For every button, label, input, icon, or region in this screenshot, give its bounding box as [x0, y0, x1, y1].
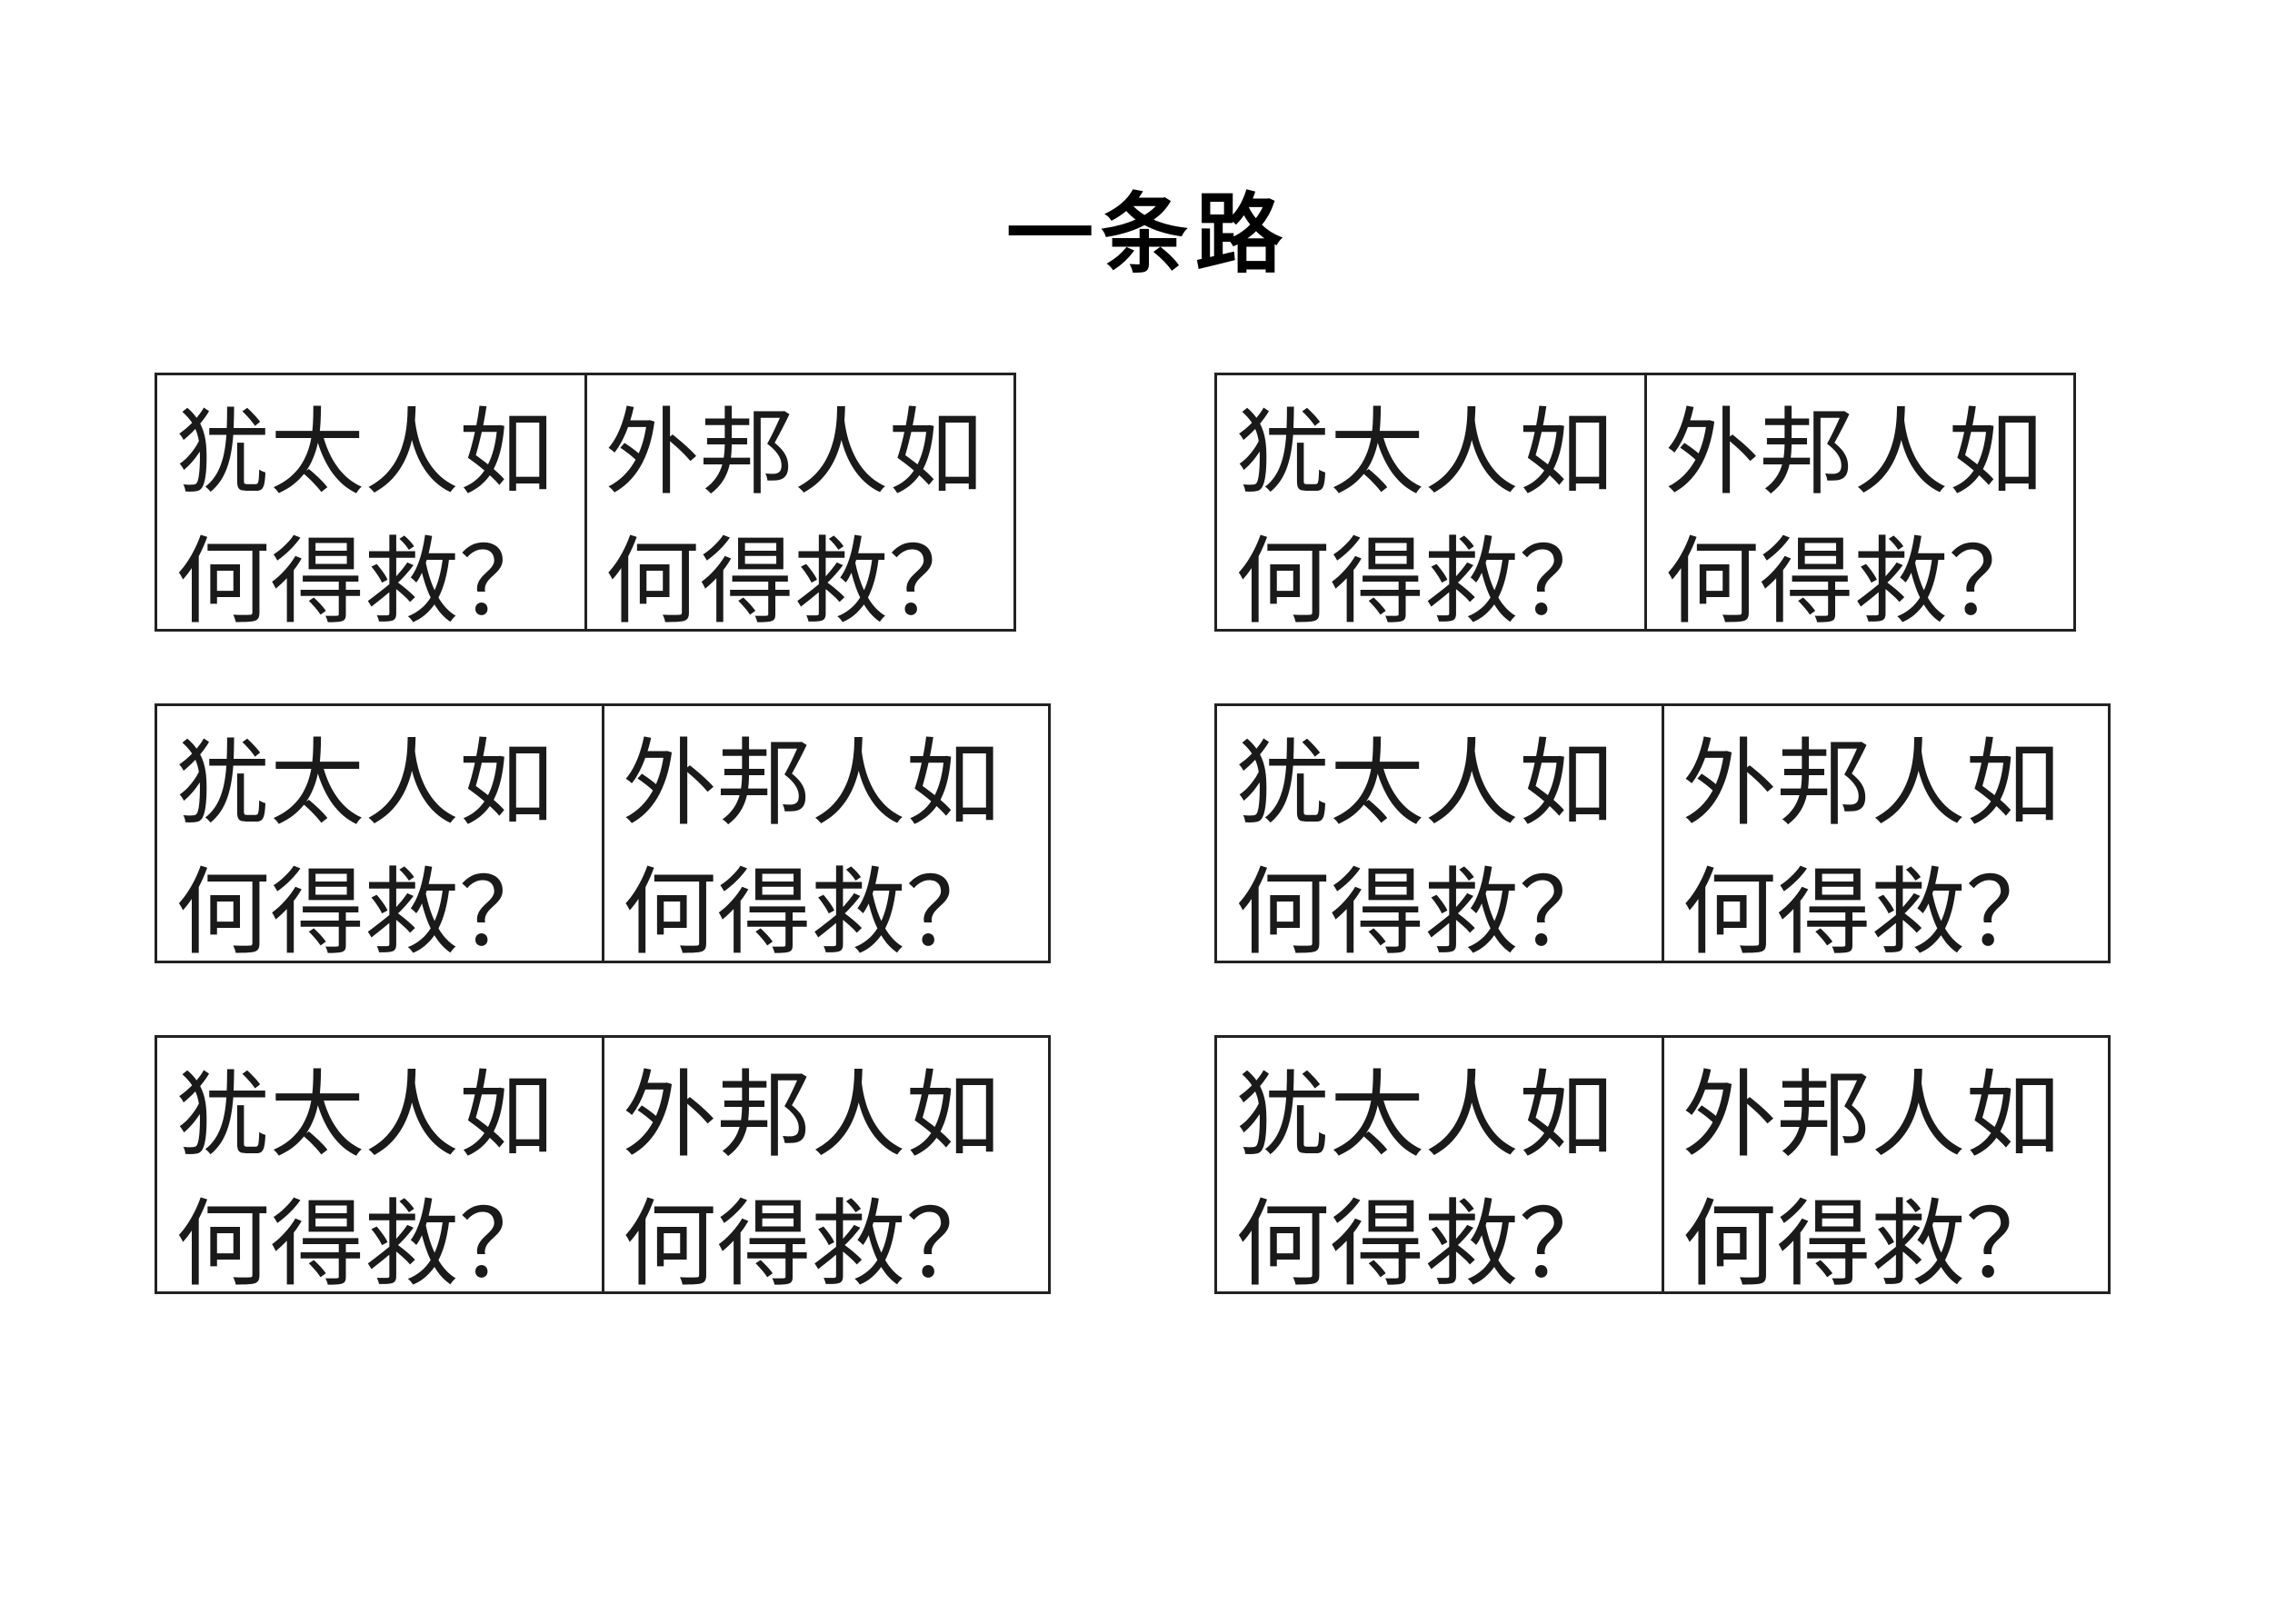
question-card: 犹太人如何得救？ 外邦人如何得救？	[155, 1035, 1051, 1294]
card-cell-jews: 犹太人如何得救？	[175, 1060, 554, 1291]
question-card: 犹太人如何得救？ 外邦人如何得救？	[1214, 1035, 2111, 1294]
question-card: 犹太人如何得救？ 外邦人如何得救？	[1214, 373, 2076, 632]
card-cell-gentiles: 外邦人如何得救？	[1661, 706, 2109, 961]
card-cell-gentiles: 外邦人如何得救？	[1643, 375, 2074, 629]
question-card: 犹太人如何得救？ 外邦人如何得救？	[155, 373, 1016, 632]
card-cell-gentiles: 外邦人如何得救？	[584, 375, 1014, 629]
card-cell-jews: 犹太人如何得救？	[175, 397, 554, 629]
question-card: 犹太人如何得救？ 外邦人如何得救？	[1214, 703, 2111, 963]
card-cell-gentiles: 外邦人如何得救？	[1661, 1038, 2109, 1291]
card-cell-jews: 犹太人如何得救？	[175, 728, 554, 961]
question-card: 犹太人如何得救？ 外邦人如何得救？	[155, 703, 1051, 963]
card-cell-jews: 犹太人如何得救？	[1235, 397, 1614, 629]
card-cell-gentiles: 外邦人如何得救？	[601, 1038, 1049, 1291]
page-title: 一条路	[1006, 183, 1290, 285]
card-cell-jews: 犹太人如何得救？	[1235, 728, 1614, 961]
card-cell-gentiles: 外邦人如何得救？	[601, 706, 1049, 961]
card-cell-jews: 犹太人如何得救？	[1235, 1060, 1614, 1291]
